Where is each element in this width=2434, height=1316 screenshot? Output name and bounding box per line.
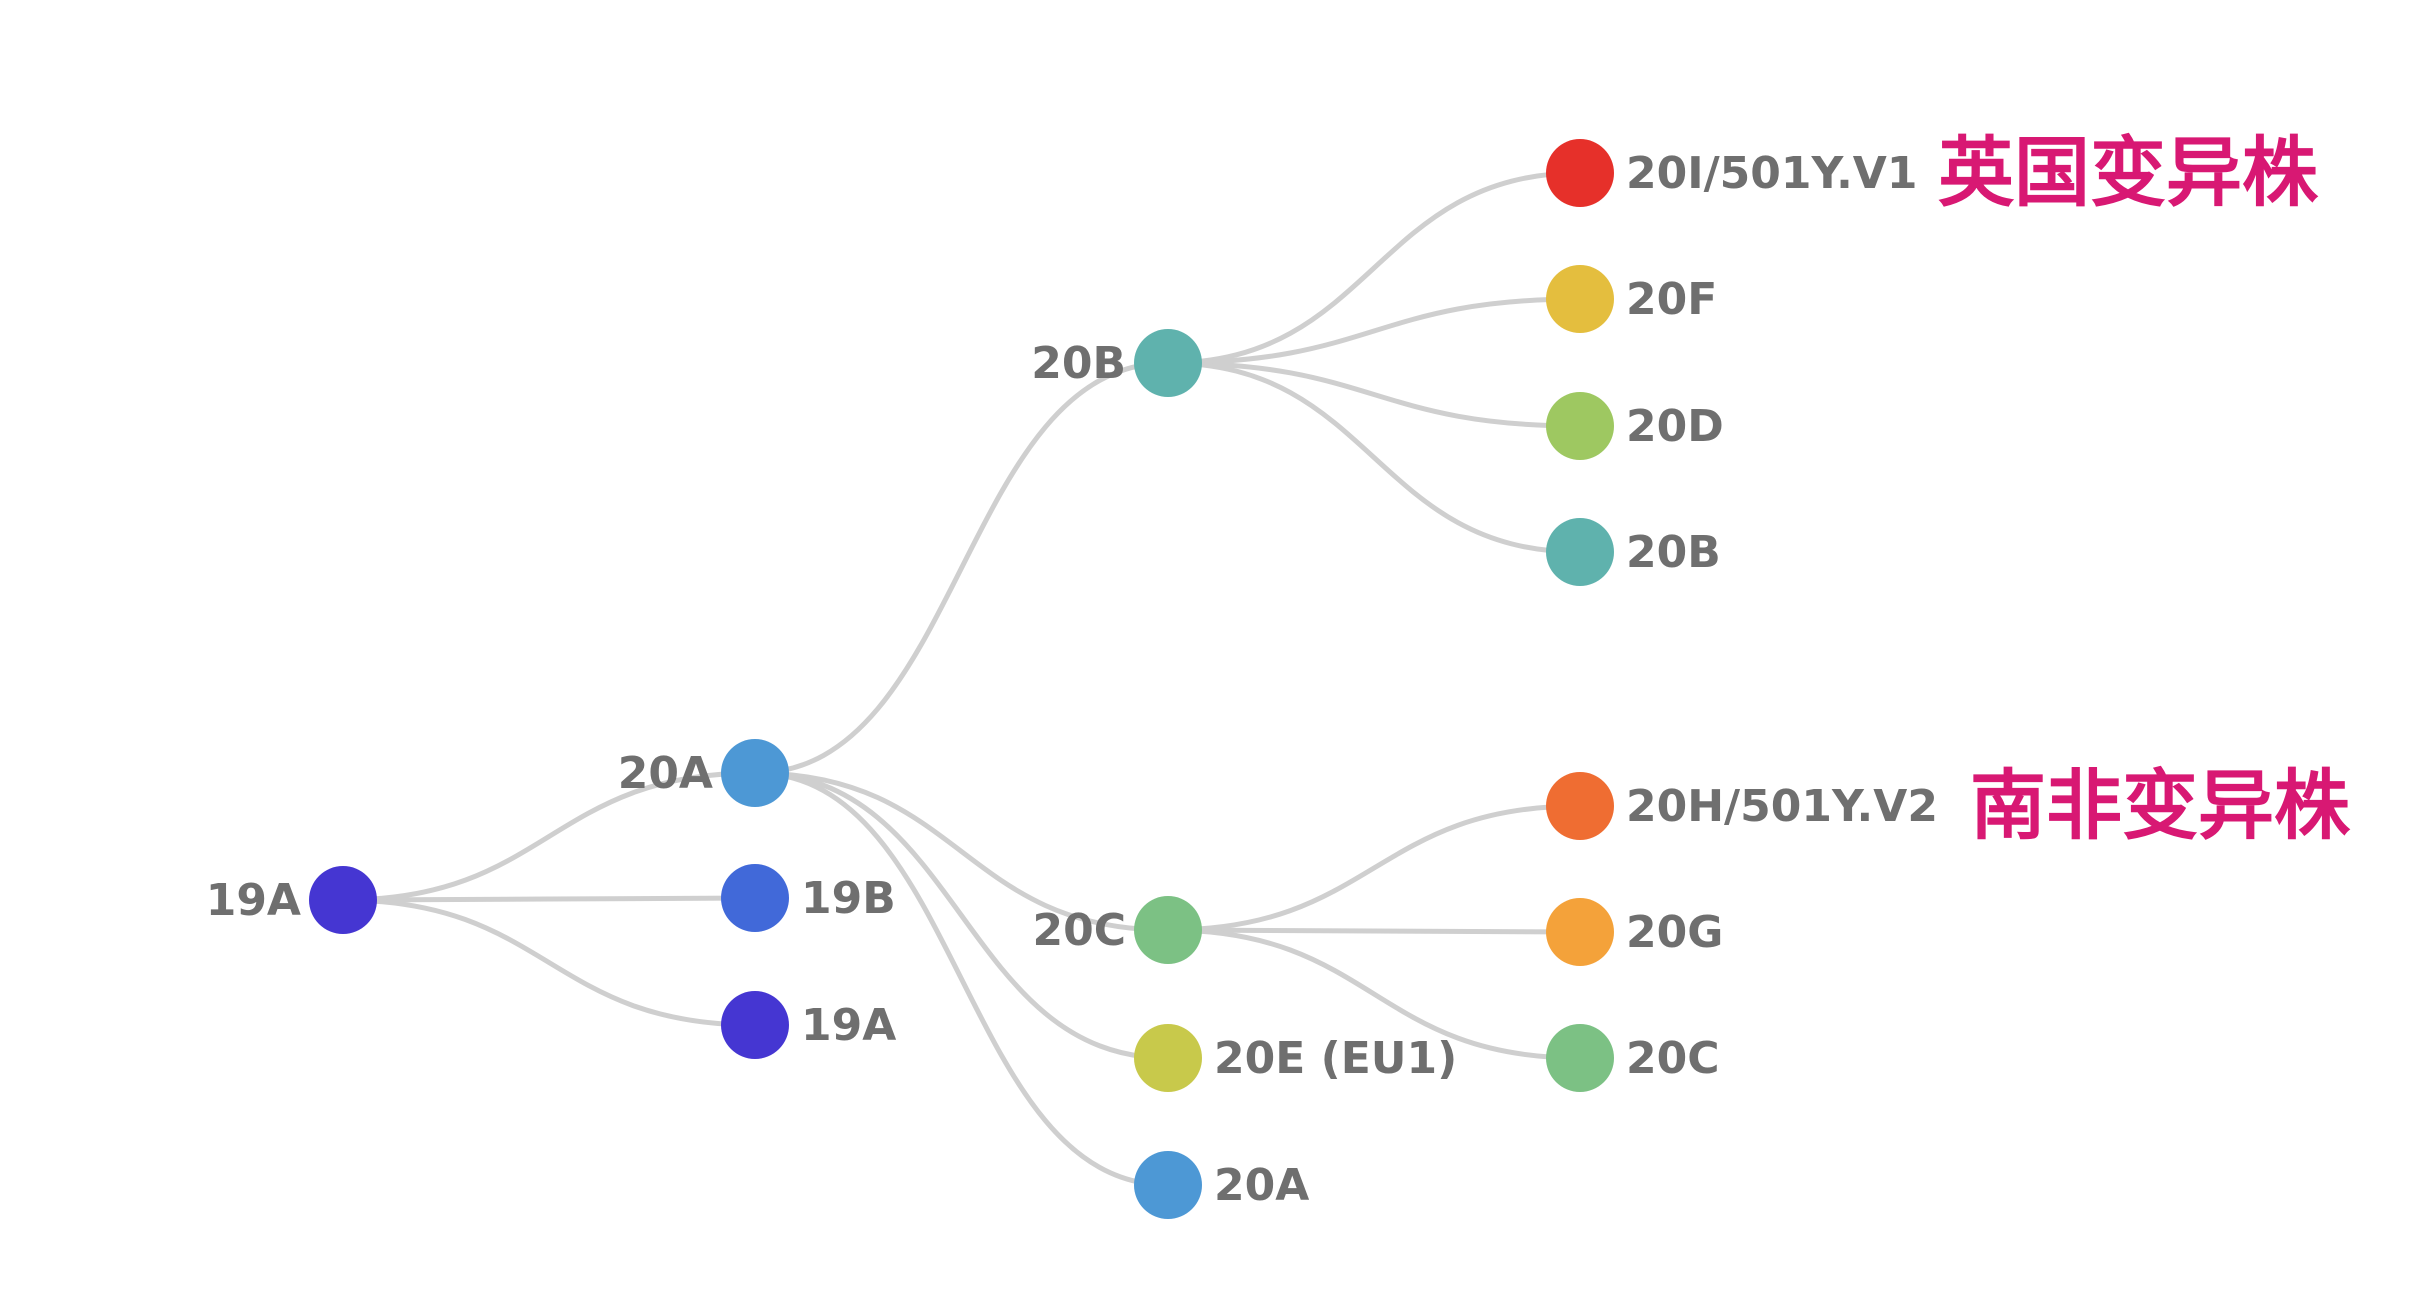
node-label: 20B <box>1626 527 1721 578</box>
node-circle[interactable] <box>721 739 789 807</box>
node-circle[interactable] <box>1546 1024 1614 1092</box>
node-label: 20I/501Y.V1 <box>1626 148 1917 199</box>
node-circle[interactable] <box>1546 772 1614 840</box>
node-label: 20C <box>1032 905 1126 956</box>
link-n20A-l20A <box>754 770 1169 1188</box>
node-circle[interactable] <box>1546 265 1614 333</box>
node-label: 19B <box>801 873 896 924</box>
node-l20H[interactable]: 20H/501Y.V2 <box>1546 772 1938 840</box>
node-label: 20E (EU1) <box>1214 1033 1457 1084</box>
link-root-l19B <box>342 895 756 903</box>
node-label: 20B <box>1031 338 1126 389</box>
node-circle[interactable] <box>1134 1151 1202 1219</box>
node-circle[interactable] <box>1134 329 1202 397</box>
node-l20I[interactable]: 20I/501Y.V1 <box>1546 139 1917 207</box>
node-label: 20A <box>1214 1160 1309 1211</box>
node-l20A[interactable]: 20A <box>1134 1151 1309 1219</box>
link-n20A-n20B <box>754 360 1169 776</box>
node-n20C[interactable]: 20C <box>1032 896 1202 964</box>
node-l20C[interactable]: 20C <box>1546 1024 1720 1092</box>
link-n20B-l20D <box>1167 360 1581 429</box>
link-n20A-n20C <box>754 770 1169 933</box>
link-root-l19A <box>342 897 756 1028</box>
node-l19B[interactable]: 19B <box>721 864 896 932</box>
node-label: 19A <box>206 875 301 926</box>
node-l19A[interactable]: 19A <box>721 991 896 1059</box>
node-label: 20G <box>1626 907 1723 958</box>
node-circle[interactable] <box>309 866 377 934</box>
node-label: 20C <box>1626 1033 1720 1084</box>
node-circle[interactable] <box>1546 139 1614 207</box>
link-n20B-l20I <box>1167 170 1581 366</box>
link-n20A-l20E <box>754 770 1169 1061</box>
annotation-l20I: 英国变异株 <box>1938 128 2319 217</box>
node-n20B[interactable]: 20B <box>1031 329 1202 397</box>
node-l20F[interactable]: 20F <box>1546 265 1717 333</box>
link-n20C-l20G <box>1167 927 1581 935</box>
node-circle[interactable] <box>1546 518 1614 586</box>
link-root-n20A <box>342 770 756 903</box>
node-l20D[interactable]: 20D <box>1546 392 1724 460</box>
node-circle[interactable] <box>721 991 789 1059</box>
node-l20E[interactable]: 20E (EU1) <box>1134 1024 1457 1092</box>
link-n20C-l20H <box>1167 803 1581 933</box>
node-circle[interactable] <box>1546 392 1614 460</box>
link-n20B-l20F <box>1167 296 1581 366</box>
node-label: 20D <box>1626 401 1724 452</box>
link-n20B-l20B <box>1167 360 1581 555</box>
annotation-l20H: 南非变异株 <box>1970 761 2351 850</box>
tree-links <box>342 170 1581 1188</box>
link-n20C-l20C <box>1167 927 1581 1061</box>
node-n20A[interactable]: 20A <box>618 739 789 807</box>
node-circle[interactable] <box>1134 1024 1202 1092</box>
node-label: 20H/501Y.V2 <box>1626 781 1938 832</box>
tree-nodes: 20I/501Y.V1 20F 20D 20B 20B 20H/501Y.V2 20G 20C… <box>206 139 1938 1219</box>
node-label: 20F <box>1626 274 1717 325</box>
node-root[interactable]: 19A <box>206 866 377 934</box>
node-label: 19A <box>801 1000 896 1051</box>
node-circle[interactable] <box>1546 898 1614 966</box>
node-l20G[interactable]: 20G <box>1546 898 1723 966</box>
node-label: 20A <box>618 748 713 799</box>
node-circle[interactable] <box>1134 896 1202 964</box>
node-circle[interactable] <box>721 864 789 932</box>
node-l20B[interactable]: 20B <box>1546 518 1721 586</box>
